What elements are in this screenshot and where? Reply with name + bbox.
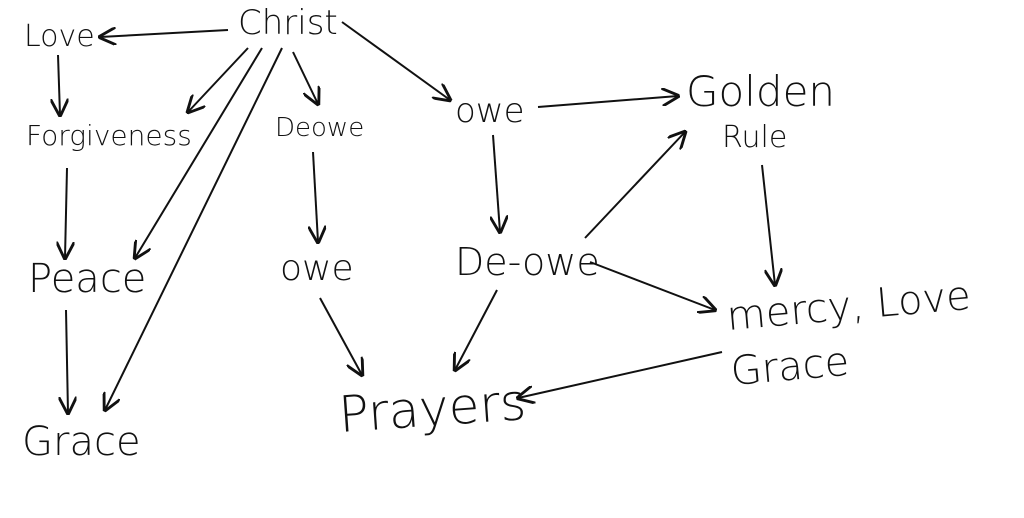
node-owe-top: owe <box>455 91 525 131</box>
node-rule: Rule <box>722 120 787 155</box>
node-love: Love <box>24 19 95 54</box>
node-owe-mid: owe <box>280 248 354 289</box>
arrow-christ-peace <box>135 47 263 258</box>
arrow-deowe-mercy <box>589 261 715 310</box>
arrow-deowe-golden-rule <box>584 132 685 239</box>
arrow-peace-grace <box>66 309 68 413</box>
arrow-rule-mercy <box>761 164 775 285</box>
arrow-deowe-prayers <box>455 289 498 370</box>
node-deowe-mid: De-owe <box>455 240 600 284</box>
node-grace-right: Grace <box>729 339 851 395</box>
arrow-owe-deowe <box>493 134 500 232</box>
node-golden: Golden <box>686 67 835 116</box>
arrow-grace-prayers <box>518 351 723 398</box>
arrow-christ-deowe <box>292 51 318 104</box>
arrow-christ-grace <box>105 47 283 410</box>
arrow-christ-owe <box>341 21 450 100</box>
node-deowe-top: Deowe <box>275 113 364 143</box>
arrow-christ-love <box>100 30 229 37</box>
node-prayers: Prayers <box>337 373 528 444</box>
node-forgiveness: Forgiveness <box>26 119 192 152</box>
arrow-love-forgiveness <box>58 54 60 115</box>
node-peace: Peace <box>28 256 146 302</box>
arrow-christ-forgiveness <box>188 47 249 112</box>
arrow-forgiveness-peace <box>65 167 67 258</box>
node-grace-left: Grace <box>22 419 141 465</box>
arrow-owe-golden-rule <box>537 96 678 108</box>
arrow-deowe-owe <box>313 151 318 242</box>
arrow-owe-prayers <box>319 297 362 375</box>
node-mercy-love: mercy, Love <box>725 273 973 340</box>
node-christ: Christ <box>238 3 338 43</box>
